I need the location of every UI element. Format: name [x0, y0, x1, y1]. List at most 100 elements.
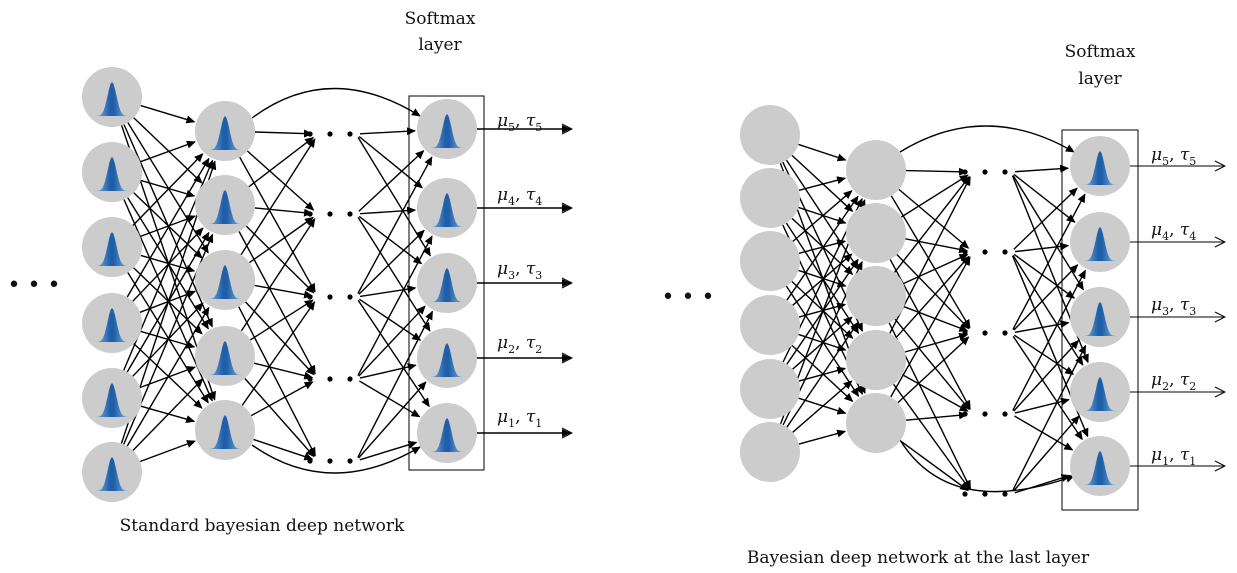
- edge-arrow: [1014, 320, 1070, 333]
- edge-arrow: [798, 397, 847, 415]
- right-output-label: μ1, τ1: [1151, 445, 1196, 468]
- right-softmax-label-line2: layer: [1078, 69, 1122, 89]
- edge-arrow: [139, 440, 196, 463]
- edge-arrow: [905, 238, 969, 254]
- edge-arrow: [359, 285, 417, 298]
- ellipsis-dot: [982, 169, 988, 175]
- ellipsis-dot: [1002, 169, 1008, 175]
- left-caption: Standard bayesian deep network: [120, 516, 405, 536]
- edge-arrow: [893, 383, 971, 490]
- edge-arrow: [250, 381, 314, 417]
- edge-arrow: [132, 378, 204, 451]
- edge-arrow: [357, 310, 434, 458]
- edge-arrow: [248, 136, 314, 188]
- nodes-layer: [82, 67, 1130, 502]
- edge-arrow: [1013, 415, 1080, 492]
- edge-arrow: [1014, 164, 1070, 173]
- edge-arrow: [905, 167, 968, 176]
- edge-arrow: [1012, 269, 1086, 411]
- edge-arrow: [240, 218, 316, 332]
- gaussian-icon: [1083, 302, 1117, 336]
- gaussian-icon: [95, 383, 129, 417]
- edge-arrow: [798, 429, 847, 445]
- edge-arrow: [359, 206, 417, 215]
- gaussian-icon: [1083, 377, 1117, 411]
- edge-arrow: [238, 306, 316, 457]
- edge-arrow: [133, 267, 203, 335]
- gaussian-icon: [1083, 451, 1117, 485]
- edge-arrow: [903, 253, 969, 285]
- edge-arrow: [245, 225, 315, 294]
- edge-arrow: [127, 272, 209, 404]
- ellipsis-dot: [347, 211, 353, 217]
- gaussian-icon: [430, 418, 464, 452]
- edge-arrow: [358, 215, 423, 265]
- curved-edge: [899, 439, 1075, 493]
- edge-arrow: [904, 332, 969, 353]
- ellipsis-dot: [1002, 491, 1008, 497]
- ellipsis-dot: [962, 249, 968, 255]
- left-input-ellipsis: • • •: [8, 273, 61, 298]
- gaussian-icon: [95, 157, 129, 191]
- edge-arrow: [894, 318, 970, 411]
- edge-arrow: [254, 129, 313, 138]
- edge-arrow: [791, 280, 854, 339]
- edge-arrow: [1014, 242, 1070, 253]
- right-softmax-label-line1: Softmax: [1065, 42, 1136, 62]
- edge-arrow: [126, 306, 210, 447]
- right-output-labels: μ5, τ5 μ4, τ4 μ3, τ3 μ2, τ2 μ1, τ1: [1151, 145, 1196, 468]
- ellipsis-dot: [962, 330, 968, 336]
- left-softmax-box: [408, 95, 485, 471]
- edge-arrow: [890, 195, 971, 329]
- edge-arrow: [253, 362, 314, 380]
- left-output-label: μ2, τ2: [497, 333, 542, 356]
- edge-arrow: [133, 343, 203, 409]
- ellipsis-dot: [347, 376, 353, 382]
- edge-arrow: [249, 216, 314, 264]
- right-output-label: μ2, τ2: [1151, 370, 1196, 393]
- ellipsis-dot: [982, 411, 988, 417]
- ellipsis-dot: [962, 491, 968, 497]
- edge-arrow: [132, 153, 204, 226]
- ellipsis-dot: [982, 330, 988, 336]
- gaussian-icon: [208, 265, 242, 299]
- input-node: [740, 422, 800, 482]
- edge-arrow: [1013, 334, 1075, 375]
- edge-arrow: [253, 438, 314, 461]
- edge-arrow: [239, 156, 316, 293]
- edge-arrow: [786, 195, 859, 301]
- edge-arrow: [1012, 193, 1086, 330]
- edge-arrow: [1013, 173, 1076, 223]
- input-node: [740, 168, 800, 228]
- edge-arrow: [140, 104, 196, 124]
- edge-arrow: [241, 301, 316, 406]
- edge-arrow: [785, 285, 860, 398]
- edge-arrow: [357, 156, 433, 294]
- edge-arrow: [358, 381, 427, 459]
- input-node: [740, 105, 800, 165]
- left-output-labels: μ5, τ5 μ4, τ4 μ3, τ3 μ2, τ2 μ1, τ1: [497, 111, 542, 430]
- edge-arrow: [254, 207, 313, 217]
- edge-arrow: [244, 378, 315, 458]
- edge-arrow: [786, 321, 859, 428]
- ellipsis-dot: [1002, 411, 1008, 417]
- ellipsis-dot: [307, 211, 313, 217]
- gaussian-icon: [430, 343, 464, 377]
- edge-arrow: [1012, 344, 1087, 491]
- ellipsis-dot: [327, 376, 333, 382]
- edge-arrow: [901, 174, 969, 218]
- edge-arrow: [359, 440, 418, 461]
- edge-arrow: [1013, 264, 1079, 331]
- ellipsis-dot: [327, 211, 333, 217]
- edge-arrow: [133, 192, 203, 259]
- edge-arrow: [791, 344, 854, 402]
- gaussian-icon: [430, 114, 464, 148]
- input-node: [740, 231, 800, 291]
- edge-arrow: [244, 301, 315, 376]
- gaussian-icon: [1083, 151, 1117, 185]
- input-node: [740, 359, 800, 419]
- right-output-label: μ5, τ5: [1151, 145, 1196, 168]
- edge-arrow: [1013, 339, 1080, 412]
- edge-arrow: [901, 373, 969, 412]
